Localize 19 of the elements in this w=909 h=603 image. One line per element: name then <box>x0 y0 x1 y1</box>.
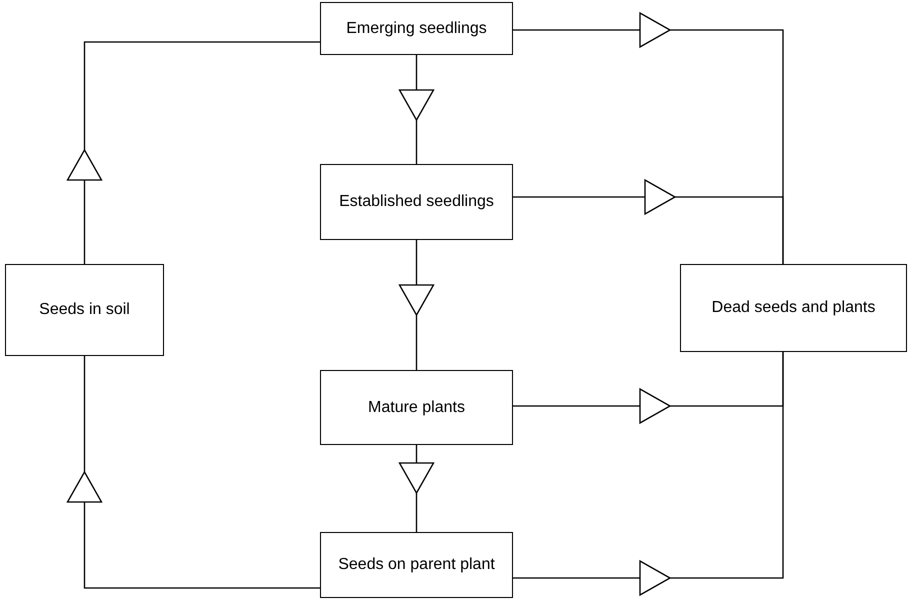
flow-arrow <box>66 356 320 589</box>
flow-arrow <box>66 41 320 264</box>
stage-box <box>320 2 513 55</box>
stage-label: Seeds on parent plant <box>338 556 495 574</box>
stage-label: Established seedlings <box>339 193 494 211</box>
flow-arrow <box>513 178 784 264</box>
stage-label: Mature plants <box>368 398 465 416</box>
flow-arrow <box>513 352 784 596</box>
stage-box <box>320 370 513 445</box>
stage-label: Dead seeds and plants <box>712 299 876 317</box>
stage-label: Emerging seedlings <box>346 20 487 38</box>
flow-arrow <box>398 240 435 370</box>
stage-box <box>5 264 164 356</box>
stage-box <box>320 532 513 598</box>
flow-arrow <box>398 55 435 164</box>
flow-arrow <box>398 445 435 532</box>
stage-box <box>680 264 907 352</box>
stage-box <box>320 164 513 240</box>
stage-label: Seeds in soil <box>39 301 130 319</box>
